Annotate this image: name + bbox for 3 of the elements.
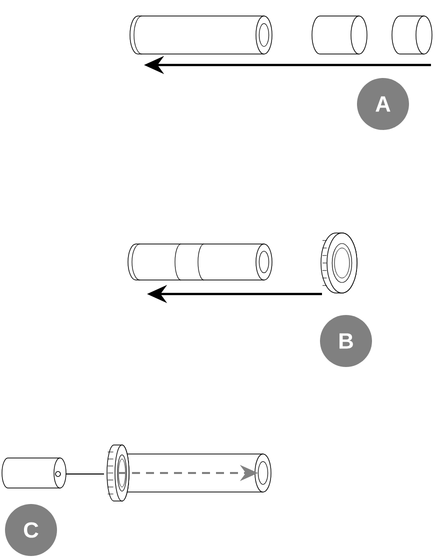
step-badge: B	[320, 315, 372, 367]
step-badge: C	[5, 504, 57, 556]
step-badge: A	[357, 78, 409, 130]
